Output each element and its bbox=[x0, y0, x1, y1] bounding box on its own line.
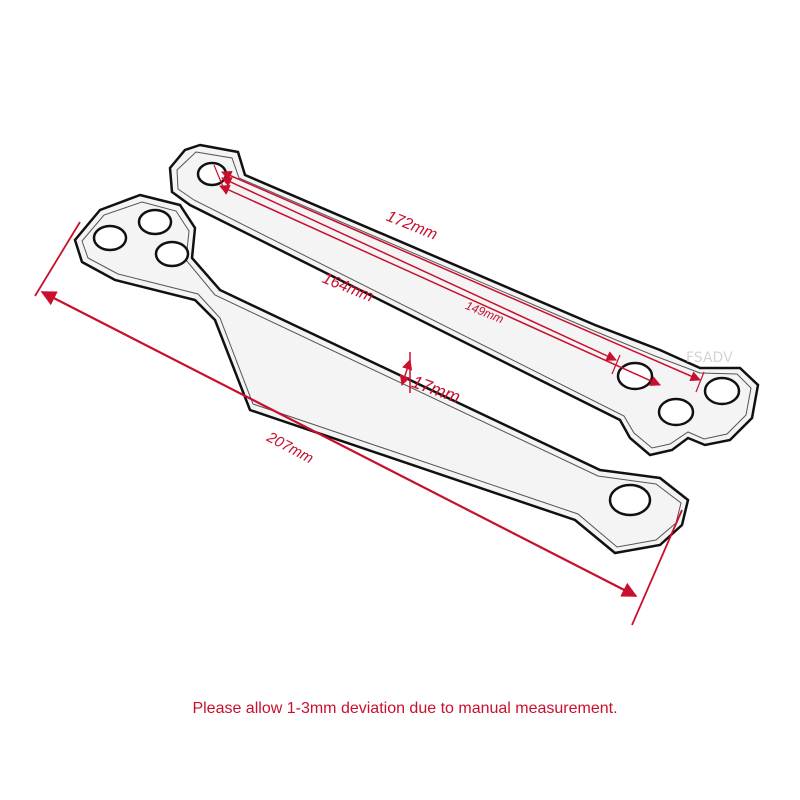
measurement-note-text: Please allow 1-3mm deviation due to manu… bbox=[192, 700, 618, 717]
hole bbox=[703, 376, 741, 406]
hole bbox=[608, 483, 652, 517]
hole bbox=[154, 240, 190, 268]
hole bbox=[137, 208, 173, 236]
dimension-lines bbox=[34, 164, 705, 626]
hole bbox=[657, 397, 695, 427]
hole bbox=[616, 361, 654, 391]
measurement-note: Please allow 1-3mm deviation due to manu… bbox=[0, 700, 800, 718]
hole bbox=[92, 224, 128, 252]
dim-label-207: 207mm bbox=[263, 428, 316, 467]
hole bbox=[196, 161, 228, 187]
watermark: FSADV bbox=[686, 350, 733, 366]
